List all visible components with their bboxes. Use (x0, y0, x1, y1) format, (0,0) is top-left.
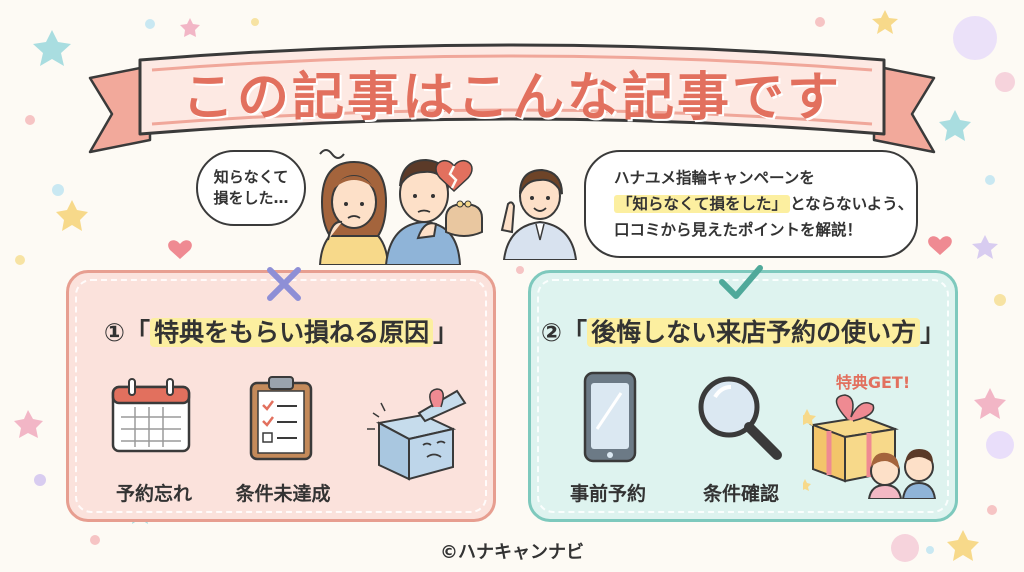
gift-caption: 特典GET! (835, 373, 911, 392)
bubble-right-line3: 口コミから見えたポイントを解説！ (614, 221, 863, 239)
causes-title-prefix: ①「 (103, 318, 151, 347)
magnifier-icon (698, 376, 782, 460)
item-conditions-unmet: 条件未達成 (235, 483, 331, 505)
tips-title-main: 後悔しない来店予約の使い方 (587, 318, 921, 347)
smartphone-icon (583, 371, 637, 463)
clipboard-icon (249, 376, 313, 461)
tips-title-suffix: 」 (920, 318, 946, 347)
tips-title-prefix: ②「 (540, 318, 588, 347)
cross-icon (267, 267, 301, 301)
tips-panel-title: ②「後悔しない来店予約の使い方」 (531, 313, 955, 349)
speech-bubble-right: ハナユメ指輪キャンペーンを 「知らなくて損をした」とならないよう、 口コミから見… (584, 150, 918, 258)
causes-title-main: 特典をもらい損ねる原因 (150, 318, 434, 347)
gift-celebration-illustration (803, 394, 937, 499)
item-check-conditions: 条件確認 (702, 483, 779, 505)
ribbon-banner (88, 43, 936, 154)
worried-couple-illustration (318, 149, 483, 265)
causes-panel: ①「特典をもらい損ねる原因」 予約忘れ 条件未達成 (66, 270, 496, 522)
causes-panel-title: ①「特典をもらい損ねる原因」 (69, 313, 493, 349)
bubble-left-line1: 知らなくて (213, 168, 289, 186)
bubble-right-line2: 「知らなくて損をした」とならないよう、 (614, 191, 916, 217)
bubble-decorations (891, 16, 1015, 562)
item-advance-reservation: 事前予約 (569, 483, 646, 505)
empty-giftbox-icon (367, 388, 467, 481)
item-forgot-reservation: 予約忘れ (115, 483, 192, 505)
check-icon (719, 265, 763, 299)
star-decorations (14, 10, 1006, 561)
bubble-right-line1: ハナユメ指輪キャンペーンを (614, 169, 815, 187)
panel-inner-border (537, 279, 949, 513)
causes-title-suffix: 」 (433, 318, 459, 347)
banner-title: この記事はこんな記事です (181, 67, 842, 128)
bubble-left-line2: 損をした… (213, 189, 289, 207)
calendar-icon (111, 378, 191, 453)
tips-panel: ②「後悔しない来店予約の使い方」 事前予約 条件確認 特典GET! (528, 270, 958, 522)
copyright-credit: ©ハナキャンナビ (440, 542, 584, 563)
advisor-illustration (500, 168, 578, 260)
speech-bubble-left: 知らなくて 損をした… (196, 150, 306, 226)
bubble-right-line2-rest: とならないよう、 (790, 195, 914, 213)
confetti-dots (15, 17, 1006, 554)
bubble-highlight: 「知らなくて損をした」 (614, 195, 791, 213)
